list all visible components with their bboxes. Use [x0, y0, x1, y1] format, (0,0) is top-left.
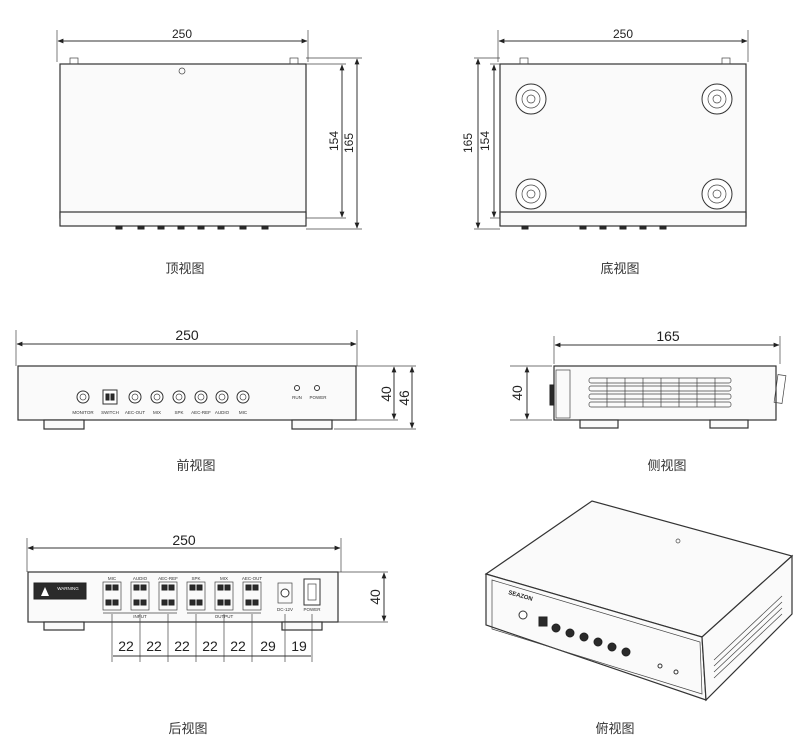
- front-port-label: MIC: [239, 410, 248, 415]
- front-port-label: MONITOR: [72, 410, 94, 415]
- front-view: 250 MONITOR SWITCH AEC-OUT MIX SPK AEC-R…: [15, 327, 416, 474]
- top-width-label: 250: [172, 27, 192, 41]
- side-view-caption: 侧视图: [647, 459, 686, 474]
- spacing-label: 22: [174, 638, 190, 654]
- top-view-caption: 顶视图: [165, 262, 204, 277]
- screw-icon: [178, 67, 186, 75]
- side-view: 165 40 侧视图: [509, 328, 787, 474]
- power-label: POWER: [303, 607, 321, 612]
- side-depth-label: 165: [656, 328, 680, 344]
- front-port-label: AEC-REF: [191, 410, 211, 415]
- led-icon: [314, 385, 320, 391]
- front-port-label: AEC-OUT: [125, 410, 146, 415]
- rubber-foot-icon: [515, 83, 733, 210]
- front-port-label: SPK: [174, 410, 183, 415]
- terminal-label: AUDIO: [133, 576, 148, 581]
- bottom-width-label: 250: [613, 27, 633, 41]
- spacing-label: 22: [202, 638, 218, 654]
- led-label: RUN: [292, 395, 302, 400]
- dc-label: DC-12V: [277, 607, 293, 612]
- spacing-label: 22: [230, 638, 246, 654]
- front-port-label: MIX: [153, 410, 161, 415]
- power-switch-icon: [303, 578, 321, 606]
- front-height-body-label: 40: [378, 386, 394, 402]
- bottom-depth-inner-label: 154: [478, 131, 492, 151]
- front-port-label: SWITCH: [101, 410, 119, 415]
- front-height-total-label: 46: [396, 390, 412, 406]
- back-height-label: 40: [367, 589, 383, 605]
- front-view-caption: 前视图: [176, 458, 215, 474]
- bottom-view-caption: 底视图: [600, 261, 639, 277]
- terminal-label: MIX: [220, 576, 228, 581]
- terminal-label: AEC-OUT: [242, 576, 263, 581]
- bottom-view: 250 165 154 底视图: [461, 27, 749, 277]
- terminal-label: MIC: [108, 576, 117, 581]
- led-icon: [294, 385, 300, 391]
- back-view-caption: 后视图: [168, 722, 207, 737]
- iso-view-caption: 俯视图: [595, 721, 634, 737]
- front-port-label: AUDIO: [215, 410, 230, 415]
- back-width-label: 250: [172, 532, 196, 548]
- back-view: 250 WARNING MIC AUDIO AEC-REF SPK MIX AE…: [26, 532, 388, 737]
- led-label: POWER: [309, 395, 327, 400]
- vent-slots: [588, 377, 732, 408]
- side-height-label: 40: [509, 385, 525, 401]
- front-port-icons: [518, 610, 679, 675]
- terminal-label: SPK: [191, 576, 200, 581]
- isometric-view: SEAZON 俯视图: [484, 500, 794, 737]
- dc-jack-icon: [280, 588, 290, 598]
- spacing-label: 19: [291, 638, 307, 654]
- front-width-label: 250: [175, 327, 199, 343]
- spacing-label: 22: [146, 638, 162, 654]
- bottom-depth-outer-label: 165: [461, 133, 475, 153]
- warning-title: WARNING: [57, 586, 79, 591]
- top-depth-inner-label: 154: [327, 131, 341, 151]
- spacing-label: 29: [260, 638, 276, 654]
- top-depth-outer-label: 165: [342, 133, 356, 153]
- terminal-label: AEC-REF: [158, 576, 178, 581]
- top-view: 250 154 165 顶视图: [56, 27, 362, 277]
- spacing-label: 22: [118, 638, 134, 654]
